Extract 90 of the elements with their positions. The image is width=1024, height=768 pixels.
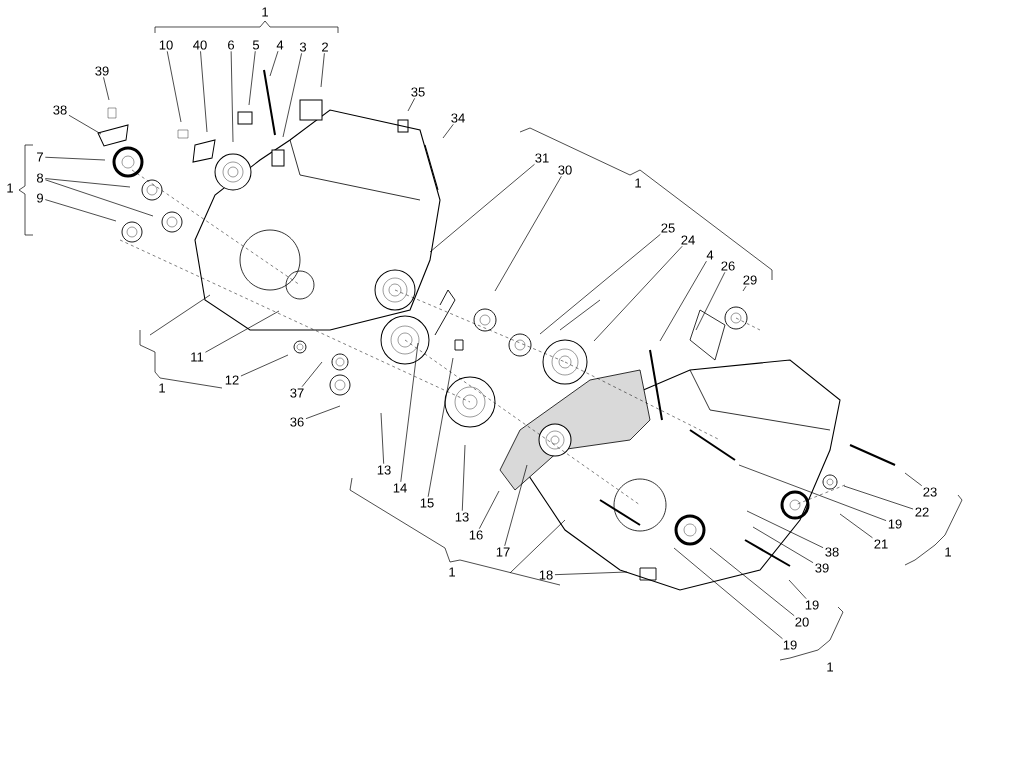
callout-number: 1 (262, 7, 268, 17)
callout-number: 39 (95, 66, 109, 76)
leader-line (240, 354, 289, 377)
callout-number: 36 (290, 417, 304, 427)
leader-line (478, 490, 500, 530)
callout-number: 19 (805, 600, 819, 610)
callout-number: 1 (7, 183, 13, 193)
leader-line (788, 579, 807, 600)
callout-number: 23 (923, 487, 937, 497)
leader-line (839, 513, 873, 539)
callout-number: 13 (455, 512, 469, 522)
callout-number: 35 (411, 87, 425, 97)
leader-line (44, 179, 154, 217)
callout-number: 21 (874, 539, 888, 549)
callout-number: 3 (299, 42, 307, 52)
leader-line (407, 97, 416, 112)
callout-number: 19 (888, 519, 902, 529)
callout-number: 13 (377, 465, 391, 475)
leader-line (752, 526, 814, 564)
leader-line (442, 123, 454, 139)
callout-number: 1 (945, 547, 951, 557)
callout-number: 38 (825, 547, 839, 557)
leader-line (904, 472, 923, 487)
leader-line (742, 285, 747, 292)
callout-number: 1 (159, 383, 165, 393)
callout-number: 26 (721, 261, 735, 271)
leader-line (205, 310, 280, 353)
callout-number: 31 (535, 153, 549, 163)
leader-line (44, 178, 131, 188)
leader-line (305, 405, 341, 420)
callout-number: 39 (815, 563, 829, 573)
leader-line (494, 175, 562, 292)
leader-line (709, 547, 795, 617)
callout-number: 11 (191, 352, 204, 362)
leader-line (429, 163, 535, 253)
callout-number: 34 (451, 113, 465, 123)
leader-line (282, 52, 302, 138)
leader-line (44, 199, 117, 222)
callout-number: 37 (290, 388, 304, 398)
callout-number: 10 (159, 40, 173, 50)
leader-line (200, 50, 208, 133)
callout-number: 6 (228, 40, 235, 50)
leader-line (427, 357, 454, 498)
callout-number: 7 (37, 152, 43, 162)
callout-number: 4 (276, 40, 284, 50)
leader-line (44, 156, 106, 161)
leader-line (673, 547, 783, 640)
callout-number: 5 (252, 40, 260, 50)
callout-number: 9 (37, 193, 43, 203)
leader-line (738, 464, 887, 521)
callout-number: 22 (915, 507, 929, 517)
leader-line (166, 50, 182, 123)
callout-number: 1 (449, 567, 455, 577)
callout-number: 15 (420, 498, 434, 508)
leader-line (68, 114, 102, 135)
callout-number: 12 (225, 375, 239, 385)
leader-line (504, 464, 528, 547)
callout-number: 17 (496, 547, 510, 557)
callout-number: 30 (558, 165, 572, 175)
leader-line (380, 412, 385, 465)
callout-number: 14 (393, 483, 407, 493)
leader-line (301, 361, 323, 388)
callout-number: 8 (36, 173, 44, 183)
leader-line (230, 50, 234, 143)
leader-line (320, 52, 325, 88)
leader-line (269, 50, 279, 77)
callout-number: 40 (193, 40, 207, 50)
leader-line (843, 485, 914, 510)
leader-line (248, 50, 256, 106)
callout-number: 1 (827, 662, 833, 672)
leader-line (539, 233, 661, 335)
leader-line (400, 342, 419, 483)
callout-number: 38 (53, 105, 67, 115)
callout-number: 24 (681, 235, 695, 245)
callout-number: 16 (469, 530, 483, 540)
leader-line (659, 260, 707, 342)
leader-line (746, 510, 824, 549)
callout-number: 19 (783, 640, 797, 650)
callout-number: 4 (706, 250, 714, 260)
leader-line (103, 76, 110, 101)
callout-number: 1 (635, 178, 641, 188)
callout-number: 29 (743, 275, 757, 285)
leader-line (554, 571, 628, 575)
leader-line (461, 444, 466, 512)
callout-number: 25 (661, 223, 675, 233)
leader-line (695, 271, 726, 331)
callout-number: 20 (795, 617, 809, 627)
callout-number: 2 (322, 42, 328, 52)
callout-number: 18 (539, 570, 553, 580)
leader-line (593, 245, 683, 342)
